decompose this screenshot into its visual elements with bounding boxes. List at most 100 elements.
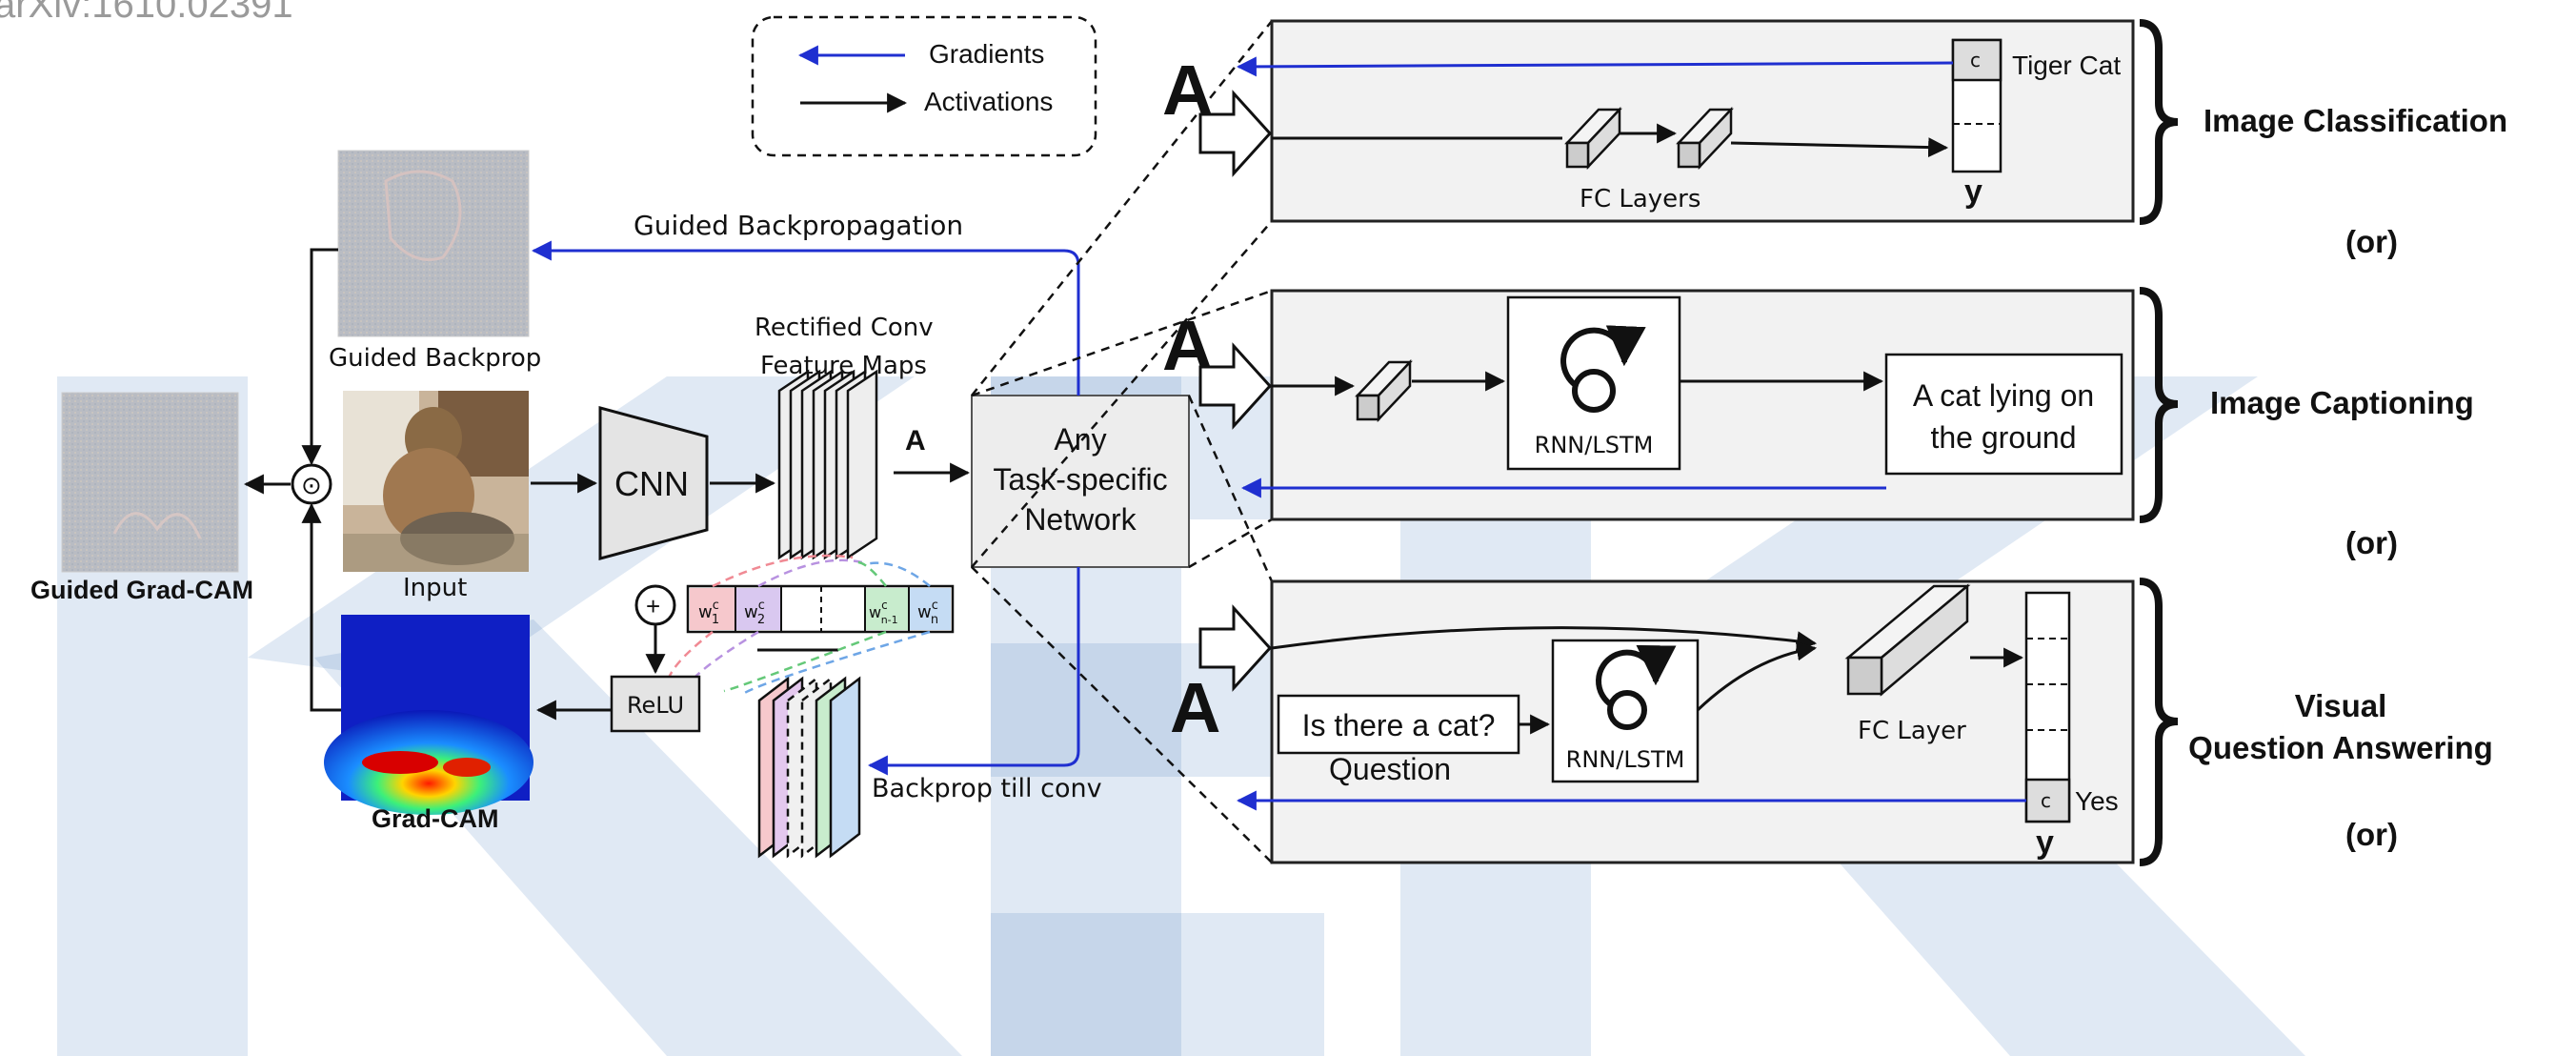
vqa-output-vector [2024, 591, 2071, 823]
guided-gradcam-image [61, 392, 239, 573]
weight-2-sub: 2 [757, 613, 765, 627]
classification-gradient-arrow [1236, 56, 1954, 77]
classification-fc-layer-1 [1564, 106, 1622, 171]
network-line1: Any [1054, 422, 1106, 457]
task-network-box [971, 395, 1190, 568]
feature-maps-stack [777, 369, 878, 560]
captioning-fc-layer [1355, 358, 1413, 423]
vqa-fc-layer [1844, 583, 1971, 697]
weight-cell-4-bg [909, 588, 951, 630]
captioning-title: Image Captioning [2210, 385, 2474, 420]
backprop-till-conv-arrow [867, 567, 1080, 776]
vqa-rnn-node [1607, 690, 1647, 730]
svg-text:wc2: wc2 [744, 599, 765, 627]
cnn-block [598, 406, 709, 560]
classification-y: y [1964, 173, 1982, 210]
weight-3-sup: c [881, 599, 888, 612]
question-box [1277, 694, 1520, 755]
caption-line1: A cat lying on [1913, 378, 2094, 413]
weight-cell-2-bg [735, 588, 781, 630]
guided-backprop-image [337, 150, 530, 337]
guided-backpropagation-label: Guided Backpropagation [634, 210, 963, 241]
gradcam-label: Grad-CAM [372, 804, 499, 833]
classification-fc-layer-2 [1676, 106, 1734, 171]
classification-flow-3 [1730, 137, 1949, 158]
vqa-y: y [2036, 824, 2054, 861]
input-photo [343, 391, 529, 572]
question-text: Is there a cat? [1302, 708, 1496, 742]
gradient-maps-stack [757, 648, 861, 859]
vqa-class-c: c [2041, 789, 2051, 812]
input-label: Input [403, 574, 467, 602]
vqa-or: (or) [2345, 817, 2398, 852]
weight-1-base: w [698, 602, 713, 622]
vqa-brace [2139, 578, 2179, 866]
weight-4-sup: c [932, 599, 938, 613]
captioning-or: (or) [2345, 525, 2398, 560]
legend-box [751, 15, 1097, 157]
guided-backprop-label: Guided Backprop [329, 344, 541, 373]
legend-gradients: Gradients [929, 39, 1044, 69]
vqa-answer-yes: Yes [2075, 786, 2119, 816]
weight-cell-3-bg [865, 588, 909, 630]
captioning-recurrent-icon [1560, 325, 1646, 389]
weight-1-sub: 1 [712, 613, 719, 627]
classification-input-arrow [1198, 90, 1273, 177]
relu-box [610, 675, 701, 733]
svg-text:wcn: wcn [917, 599, 938, 627]
vqa-input-arrow [1198, 604, 1273, 692]
sum-node [634, 584, 676, 626]
vqa-image-flow [1271, 626, 1818, 652]
classification-title: Image Classification [2204, 103, 2507, 138]
captioning-input-arrow [1198, 342, 1273, 430]
weight-4-sub: n [931, 613, 938, 627]
weight-4-base: w [917, 602, 932, 622]
legend-activations: Activations [924, 87, 1053, 116]
question-label: Question [1329, 752, 1451, 786]
guided-backpropagation-arrow [531, 240, 1080, 396]
svg-text:wcn-1: wc n-1 [869, 599, 898, 626]
guided-gradcam-label: Guided Grad-CAM [30, 576, 253, 604]
classification-tiger-cat: Tiger Cat [2012, 51, 2121, 80]
arrow-guided-backprop-to-product [301, 248, 338, 466]
guided-backprop-dog-outline [384, 170, 462, 261]
elementwise-product-symbol: ⊙ [301, 471, 322, 499]
captioning-brace [2139, 287, 2179, 523]
vqa-rnn-label: RNN/LSTM [1566, 746, 1685, 773]
guided-gradcam-outline [112, 512, 202, 539]
weight-2-base: w [744, 602, 758, 622]
weight-3-sub: n-1 [881, 614, 898, 626]
rectified-label-line2: Feature Maps [760, 352, 927, 380]
classification-or: (or) [2345, 224, 2398, 259]
cnn-label: CNN [614, 464, 689, 503]
weight-to-map-curves [665, 554, 931, 696]
caption-line2: the ground [1930, 420, 2076, 455]
feature-maps-a: A [905, 425, 926, 457]
classification-class-c: c [1970, 49, 1981, 71]
gradcam-heatmap [324, 615, 533, 815]
vqa-fc-label: FC Layer [1858, 717, 1966, 745]
backprop-till-conv-label: Backprop till conv [872, 774, 1102, 803]
weight-3-base: w [869, 603, 881, 621]
vqa-title-line1: Visual [2295, 688, 2387, 723]
weight-1-sup: c [713, 599, 719, 613]
classification-brace [2139, 19, 2179, 225]
sum-symbol: + [646, 592, 660, 620]
captioning-rnn-label: RNN/LSTM [1535, 432, 1654, 458]
projection-lines [971, 20, 1274, 863]
vqa-title-line2: Question Answering [2188, 730, 2493, 765]
vqa-recurrent-icon [1596, 644, 1677, 708]
network-line3: Network [1024, 502, 1137, 537]
captioning-rnn-node [1572, 369, 1616, 413]
classification-output-vector [1951, 38, 2002, 173]
svg-text:wc1: wc1 [698, 599, 719, 627]
vqa-a: A [1170, 668, 1220, 747]
arxiv-id: arXiv:1610.02391 [0, 0, 293, 26]
caption-box [1884, 353, 2123, 476]
relu-label: ReLU [627, 692, 684, 719]
weight-2-sup: c [758, 599, 765, 613]
weight-cell-1-bg [690, 588, 735, 630]
arrow-gradcam-to-product [301, 502, 341, 712]
